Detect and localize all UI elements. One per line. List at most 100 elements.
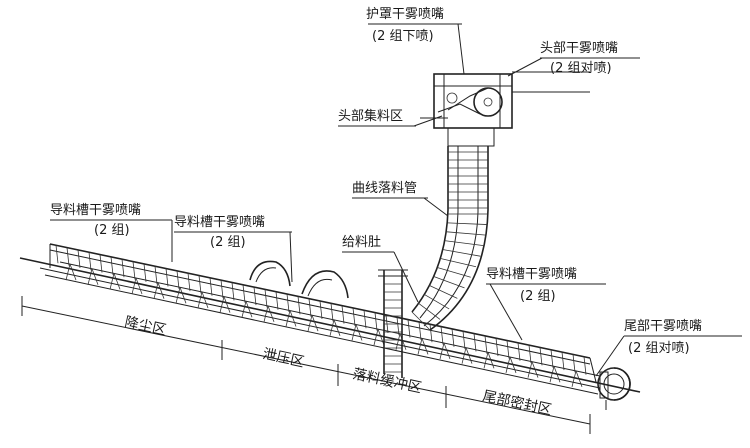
structure-line	[241, 301, 247, 318]
zone-tail-seal: 尾部密封区	[481, 387, 553, 418]
structure-line	[99, 254, 103, 273]
structure-line	[297, 296, 301, 315]
structure-line	[433, 275, 465, 289]
zone-dimension-line	[21, 296, 591, 434]
structure-line	[572, 354, 576, 373]
structure-line	[55, 245, 59, 264]
structure-line	[473, 333, 477, 352]
structure-line	[319, 300, 323, 320]
label-head-collect: 头部集料区	[338, 108, 403, 124]
structure-line	[440, 258, 477, 268]
structure-line	[527, 361, 533, 378]
structure-line	[135, 277, 143, 295]
structure-line	[487, 352, 495, 369]
structure-line	[553, 366, 561, 383]
label-guide-nozzle-2: 导料槽干雾喷嘴	[174, 215, 265, 230]
structure-line	[421, 338, 429, 355]
structure-line	[87, 268, 93, 285]
structure-line	[423, 293, 450, 310]
structure-line	[65, 264, 71, 281]
structure-line	[447, 222, 488, 225]
zone-buffer: 落料缓冲区	[351, 366, 423, 396]
structure-line	[363, 310, 367, 329]
structure-line	[355, 324, 363, 341]
structure-line	[109, 273, 115, 290]
structure-line	[571, 370, 577, 387]
arch-hoods	[249, 260, 349, 299]
structure-line	[121, 259, 125, 278]
label-guide-nozzle-1: 导料槽干雾喷嘴	[50, 203, 141, 218]
structure-line	[465, 347, 473, 364]
label-guide-nozzle-1-note: (2 组)	[94, 223, 130, 238]
structure-line	[308, 298, 312, 317]
structure-line	[330, 303, 334, 322]
structure-line	[575, 370, 583, 388]
guide-trough-truss	[49, 243, 601, 383]
structure-line	[197, 291, 203, 309]
label-feeder: 给料肚	[342, 235, 381, 250]
structure-line	[443, 249, 481, 257]
structure-line	[549, 366, 555, 383]
structure-line	[154, 266, 158, 285]
structure-line	[509, 356, 517, 374]
label-tail-nozzle-note: (2 组对喷)	[628, 341, 690, 356]
structure-line	[253, 286, 257, 306]
structure-line	[175, 287, 181, 304]
structure-line	[583, 356, 587, 375]
structure-line	[461, 347, 467, 364]
structure-line	[231, 282, 235, 301]
structure-line	[429, 324, 433, 343]
structure-line	[242, 284, 246, 303]
structure-line	[286, 293, 290, 313]
structure-line	[165, 268, 169, 287]
structure-line	[528, 345, 532, 364]
structure-line	[187, 273, 191, 292]
label-guide-nozzle-3-note: (2 组)	[520, 289, 556, 304]
structure-line	[417, 338, 423, 355]
structure-line	[88, 252, 92, 271]
structure-line	[220, 280, 224, 299]
structure-line	[219, 296, 225, 313]
structure-line	[451, 328, 455, 347]
structure-line	[395, 333, 401, 350]
structure-line	[411, 311, 431, 331]
structure-line	[484, 335, 488, 354]
structure-line	[77, 249, 81, 268]
feeder-rungs	[384, 283, 402, 373]
label-guard-nozzle-note: (2 组下喷)	[372, 29, 434, 44]
structure-line	[132, 261, 136, 280]
structure-line	[446, 231, 487, 236]
structure-line	[418, 302, 441, 320]
structure-line	[307, 315, 313, 332]
structure-line	[198, 275, 202, 294]
structure-line	[373, 329, 379, 346]
structure-line	[69, 263, 77, 281]
structure-line	[517, 342, 521, 361]
structure-line	[209, 277, 213, 296]
head-pulley-housing	[420, 71, 590, 147]
structure-line	[157, 282, 165, 299]
label-guard-nozzle: 护罩干雾喷嘴	[366, 7, 444, 22]
structure-line	[333, 319, 341, 336]
structure-line	[506, 340, 510, 359]
structure-line	[91, 268, 99, 285]
zone-pressure: 泄压区	[261, 346, 305, 370]
structure-line	[399, 333, 407, 350]
structure-line	[289, 310, 297, 327]
structure-line	[264, 289, 268, 308]
structure-line	[462, 331, 466, 350]
structure-line	[396, 317, 400, 336]
truss-verticals	[55, 245, 587, 375]
structure-line	[352, 307, 356, 326]
structure-line	[267, 305, 275, 323]
structure-line	[153, 282, 159, 299]
structure-line	[531, 361, 539, 378]
structure-line	[374, 312, 378, 331]
structure-line	[428, 284, 458, 299]
structure-line	[550, 349, 554, 368]
label-curved-chute: 曲线落料管	[352, 181, 417, 196]
label-head-nozzle: 头部干雾喷嘴	[540, 41, 618, 56]
structure-line	[341, 305, 345, 324]
structure-line	[143, 263, 147, 282]
